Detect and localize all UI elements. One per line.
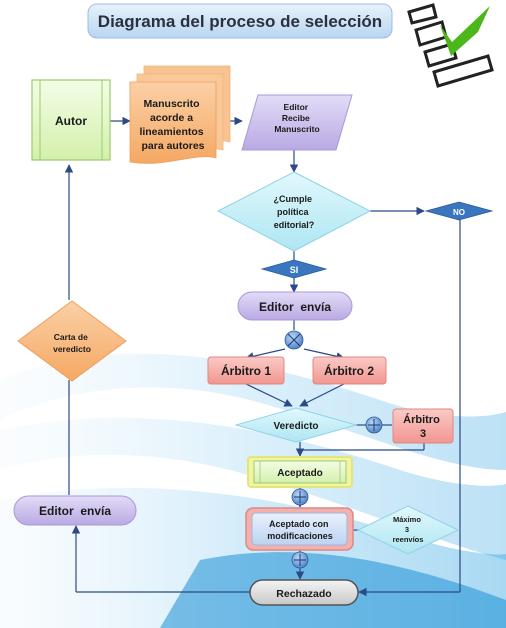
svg-text:Árbitro 3: Árbitro 3 <box>403 413 443 440</box>
aceptado-mod-line-1: Aceptado con <box>269 519 329 529</box>
plus-junction-2-icon <box>291 551 309 569</box>
page-title: Diagrama del proceso de selección <box>98 12 382 31</box>
split-junction-icon <box>284 330 304 350</box>
veredicto-label: Veredicto <box>273 421 318 432</box>
aceptado-mod-line-2: modificaciones <box>267 531 333 541</box>
svg-text:Editor Recibe Manu: Editor Recibe Manuscrito <box>274 102 319 134</box>
autor-label: Autor <box>55 114 87 128</box>
carta-decision: Carta de veredicto <box>17 300 127 382</box>
editor-envia-left-node: Editor envía <box>13 495 137 526</box>
aceptado-node: Aceptado <box>247 456 353 488</box>
maximo-decision: Máximo 3 reenvíos <box>356 505 460 555</box>
autor-node: Autor <box>31 79 111 161</box>
editor-envia-top-label: Editor envía <box>259 300 331 314</box>
title-banner: Diagrama del proceso de selección <box>87 3 393 39</box>
carta-line-2: veredicto <box>53 344 91 354</box>
svg-text:Carta de veredicto: Carta de veredicto <box>53 332 91 354</box>
arbitro-2-label: Árbitro 2 <box>324 363 374 378</box>
si-label: SI <box>290 265 299 275</box>
cumple-line-1: ¿Cumple <box>273 194 312 204</box>
svg-text:Manuscrito acorde a: Manuscrito acorde a lineamientos para au… <box>139 98 206 152</box>
svg-text:¿Cumple política e: ¿Cumple política editorial? <box>273 194 314 230</box>
rechazado-label: Rechazado <box>276 588 331 600</box>
checklist-icon <box>407 3 494 88</box>
maximo-line-3: reenvíos <box>393 535 424 544</box>
cumple-line-3: editorial? <box>274 220 315 230</box>
manuscrito-line-4: para autores <box>141 140 204 152</box>
manuscrito-line-2: acorde a <box>150 112 193 124</box>
merge-junction-icon <box>365 416 383 434</box>
arbitro-3-line-2: 3 <box>420 428 426 440</box>
no-badge: NO <box>424 201 494 221</box>
editor-recibe-line-2: Recibe <box>282 113 310 123</box>
veredicto-decision: Veredicto <box>234 407 358 443</box>
si-badge: SI <box>260 259 328 279</box>
editor-envia-top-node: Editor envía <box>237 291 353 321</box>
arbitro-3-node: Árbitro 3 <box>392 408 454 444</box>
aceptado-label: Aceptado <box>277 468 323 479</box>
cumple-line-2: política <box>277 207 309 217</box>
arbitro-1-node: Árbitro 1 <box>207 356 285 385</box>
editor-recibe-line-3: Manuscrito <box>274 124 319 134</box>
editor-recibe-node: Editor Recibe Manuscrito <box>241 94 353 151</box>
aceptado-mod-node: Aceptado con modificaciones <box>245 507 354 551</box>
manuscrito-node: Manuscrito acorde a lineamientos para au… <box>129 65 231 164</box>
maximo-line-2: 3 <box>405 525 409 534</box>
svg-text:Máximo 3 reenvíos: Máximo 3 reenvíos <box>393 515 424 544</box>
maximo-line-1: Máximo <box>393 515 421 524</box>
arbitro-3-line-1: Árbitro <box>403 413 440 426</box>
svg-text:Aceptado con modificacio: Aceptado con modificaciones <box>267 519 333 541</box>
cumple-decision: ¿Cumple política editorial? <box>216 171 372 252</box>
no-label: NO <box>453 208 465 217</box>
editor-recibe-line-1: Editor <box>284 102 309 112</box>
arbitro-2-node: Árbitro 2 <box>312 356 387 385</box>
manuscrito-line-3: lineamientos <box>139 126 203 138</box>
manuscrito-line-1: Manuscrito <box>144 98 200 110</box>
arbitro-1-label: Árbitro 1 <box>221 363 271 378</box>
editor-envia-left-label: Editor envía <box>39 504 111 518</box>
plus-junction-1-icon <box>291 488 309 506</box>
rechazado-node: Rechazado <box>249 579 359 606</box>
carta-line-1: Carta de <box>54 332 88 342</box>
